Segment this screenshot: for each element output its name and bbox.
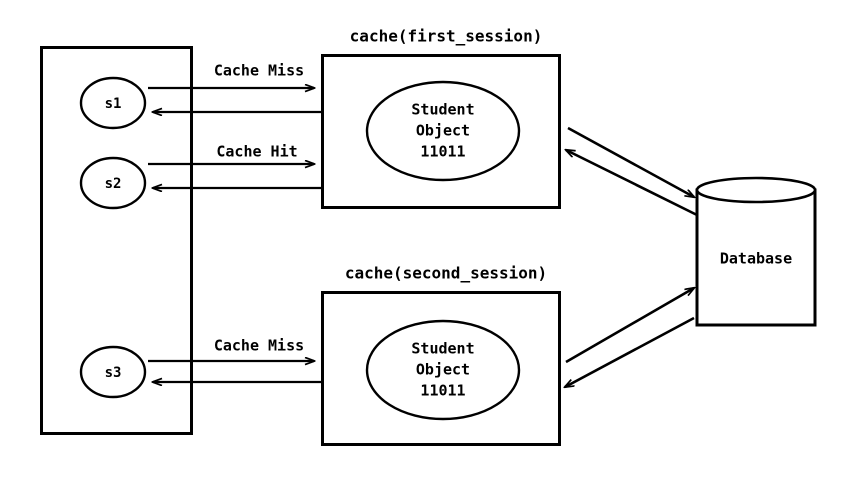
session-node-s3[interactable] [79, 345, 147, 399]
arrow-database-to-cache-first [566, 150, 698, 217]
arrow-cache-second-to-database [565, 288, 694, 364]
session-label-s2: s2 [105, 176, 122, 192]
cached-object-line-3: 11011 [420, 143, 465, 161]
cached-object-line-2: Object [416, 122, 470, 140]
sessions-container-box [40, 46, 193, 435]
cache-box-second-session [321, 291, 561, 446]
cached-object2-line-3: 11011 [420, 382, 465, 400]
cached-object-line-1: Student [411, 101, 474, 119]
flow-label-cache-miss-bottom: Cache Miss [214, 337, 304, 355]
arrow-database-to-cache-second [565, 316, 695, 387]
session-label-s3: s3 [105, 365, 122, 381]
cache-title-first-session: cache(first_session) [350, 27, 543, 46]
cached-object-second-session [365, 319, 521, 421]
cached-object2-line-1: Student [411, 340, 474, 358]
arrow-cache-first-to-database [567, 126, 694, 197]
session-node-s1[interactable] [79, 76, 147, 130]
cache-box-first-session [321, 54, 561, 209]
flow-label-cache-miss-top: Cache Miss [214, 62, 304, 80]
database-cylinder [695, 176, 817, 327]
cached-object-first-session [365, 80, 521, 182]
database-label: Database [720, 250, 792, 268]
cached-object2-line-2: Object [416, 361, 470, 379]
session-label-s1: s1 [105, 96, 122, 112]
session-node-s2[interactable] [79, 156, 147, 210]
flow-label-cache-hit: Cache Hit [216, 143, 297, 161]
cache-title-second-session: cache(second_session) [345, 264, 547, 283]
